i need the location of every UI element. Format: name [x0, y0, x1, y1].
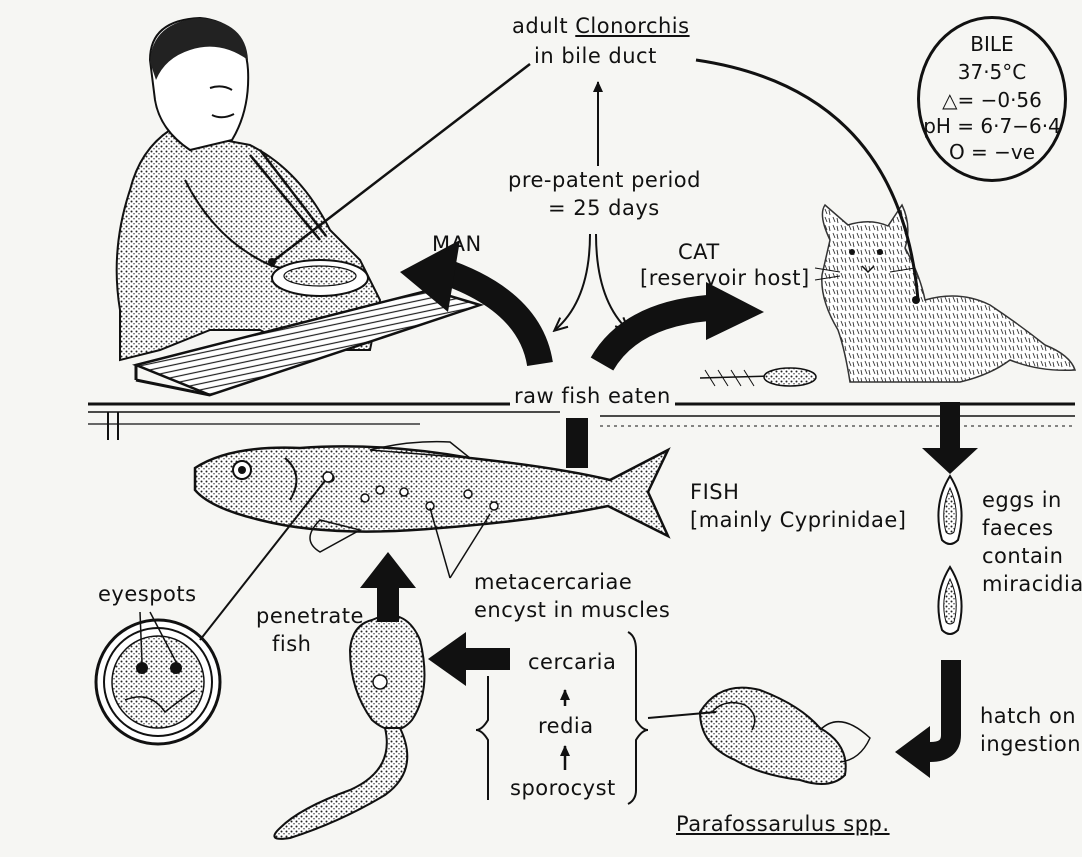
hatch-label-1: hatch on — [980, 704, 1076, 728]
eggs-label-3: contain — [982, 544, 1063, 568]
bile-ph: pH = 6·7−6·4 — [920, 115, 1064, 137]
cat-label: CAT — [678, 240, 720, 264]
raw-fish-label: raw fish eaten — [510, 384, 675, 408]
reservoir-host-label: [reservoir host] — [640, 266, 810, 290]
fish-label: FISH — [690, 480, 739, 504]
genus-name: Clonorchis — [575, 14, 689, 38]
adult-label: adult Clonorchis — [512, 14, 690, 38]
eyespots-label: eyespots — [98, 582, 197, 606]
fish-family-label: [mainly Cyprinidae] — [690, 508, 906, 532]
penetrate-label: penetrate — [256, 604, 364, 628]
bile-oxygen: O = −ve — [920, 141, 1064, 163]
encyst-label: encyst in muscles — [474, 598, 670, 622]
adult-word: adult — [512, 14, 568, 38]
hatch-label-2: ingestion — [980, 732, 1081, 756]
cat-illustration — [815, 205, 1075, 382]
man-label: MAN — [432, 232, 482, 256]
man-illustration — [117, 18, 480, 395]
bile-conditions-badge: BILE 37·5°C △= −0·56 pH = 6·7−6·4 O = −v… — [917, 16, 1067, 182]
metacercariae-label: metacercariae — [474, 570, 632, 594]
snail-illustration — [648, 688, 870, 784]
fish-bones-icon — [700, 368, 816, 386]
eggs-label-2: faeces — [982, 516, 1054, 540]
prepatent-label: pre-patent period — [508, 168, 701, 192]
prepatent-duration: = 25 days — [548, 196, 660, 220]
egg-icons — [938, 476, 961, 634]
bile-temperature: 37·5°C — [920, 61, 1064, 83]
cercaria-label: cercaria — [528, 650, 616, 674]
fish-illustration — [195, 442, 668, 552]
snail-genus-label: Parafossarulus spp. — [676, 812, 890, 836]
penetrate-fish-label: fish — [272, 632, 311, 656]
sporocyst-label: sporocyst — [510, 776, 616, 800]
bile-duct-label: in bile duct — [534, 44, 657, 68]
eggs-label-4: miracidia — [982, 572, 1082, 596]
eggs-label-1: eggs in — [982, 488, 1062, 512]
bile-delta: △= −0·56 — [920, 89, 1064, 111]
bile-title: BILE — [920, 33, 1064, 55]
redia-label: redia — [538, 714, 594, 738]
